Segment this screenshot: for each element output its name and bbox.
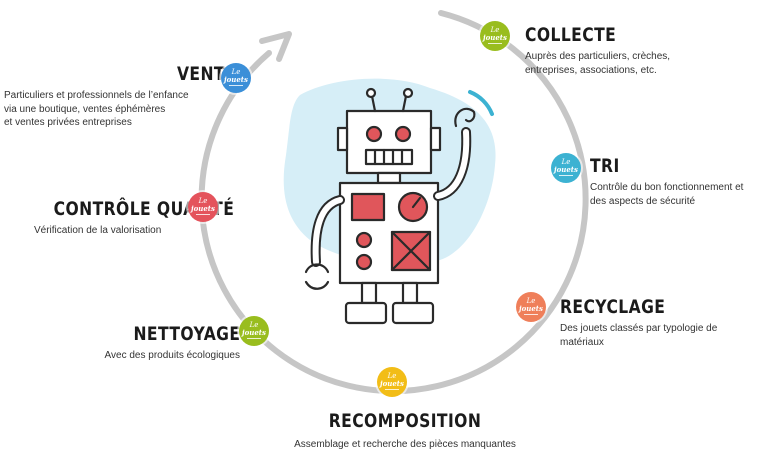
badge-text-line1: Le	[249, 320, 259, 329]
step-title: RECYCLAGE	[560, 296, 666, 318]
badge-text-line1: Le	[198, 196, 208, 205]
logo-badge-controle-qualite: Le jouets	[188, 192, 218, 222]
step-recomposition: RECOMPOSITION Assemblage et recherche de…	[270, 410, 540, 452]
badge-text-line1: Le	[561, 157, 571, 166]
badge-text-line2: jouets	[554, 164, 578, 174]
robot-sparkle	[468, 90, 494, 116]
badge-text-line1: Le	[526, 296, 536, 305]
logo-badge-recyclage: Le jouets	[516, 292, 546, 322]
badge-text-line1: Le	[387, 371, 397, 380]
step-recyclage: RECYCLAGE Des jouets classés par typolog…	[560, 296, 730, 349]
logo-badge-collecte: Le jouets	[480, 21, 510, 51]
badge-text-line2: jouets	[380, 378, 404, 388]
logo-badge-recomposition: Le jouets	[377, 367, 407, 397]
step-description: Auprès des particuliers, crèches, entrep…	[525, 51, 671, 76]
badge-text-line1: Le	[231, 67, 241, 76]
logo-badge-nettoyage: Le jouets	[239, 316, 269, 346]
step-description: Avec des produits écologiques	[104, 350, 240, 361]
logo-badge-tri: Le jouets	[551, 153, 581, 183]
badge-text-line2: jouets	[224, 74, 248, 84]
step-title: VENTE	[176, 63, 237, 85]
cycle-arrowhead-icon	[259, 31, 292, 62]
step-title: COLLECTE	[525, 24, 617, 46]
step-title: TRI	[590, 155, 620, 177]
badge-text-line2: jouets	[242, 327, 266, 337]
step-description: Particuliers et professionnels de l’enfa…	[4, 90, 189, 128]
robot-illustration	[283, 78, 496, 325]
step-description: Vérification de la valorisation	[34, 225, 162, 236]
badge-text-line2: jouets	[519, 303, 543, 313]
step-collecte: COLLECTE Auprès des particuliers, crèche…	[525, 24, 715, 77]
step-tri: TRI Contrôle du bon fonctionnement et de…	[590, 155, 755, 208]
step-description: Assemblage et recherche des pièces manqu…	[294, 439, 516, 450]
step-title: RECOMPOSITION	[328, 410, 482, 432]
step-nettoyage: NETTOYAGE Avec des produits écologiques	[60, 323, 240, 363]
step-description: Des jouets classés par typologie de maté…	[560, 323, 718, 348]
step-title: NETTOYAGE	[133, 323, 240, 345]
badge-text-line2: jouets	[191, 203, 215, 213]
step-controle-qualite: CONTRÔLE QUALITÉ Vérification de la valo…	[14, 198, 234, 238]
badge-text-line1: Le	[490, 25, 500, 34]
step-description: Contrôle du bon fonctionnement et des as…	[590, 182, 744, 207]
badge-text-line2: jouets	[483, 32, 507, 42]
step-vente: VENTE Particuliers et professionnels de …	[4, 63, 236, 130]
logo-badge-vente: Le jouets	[221, 63, 251, 93]
